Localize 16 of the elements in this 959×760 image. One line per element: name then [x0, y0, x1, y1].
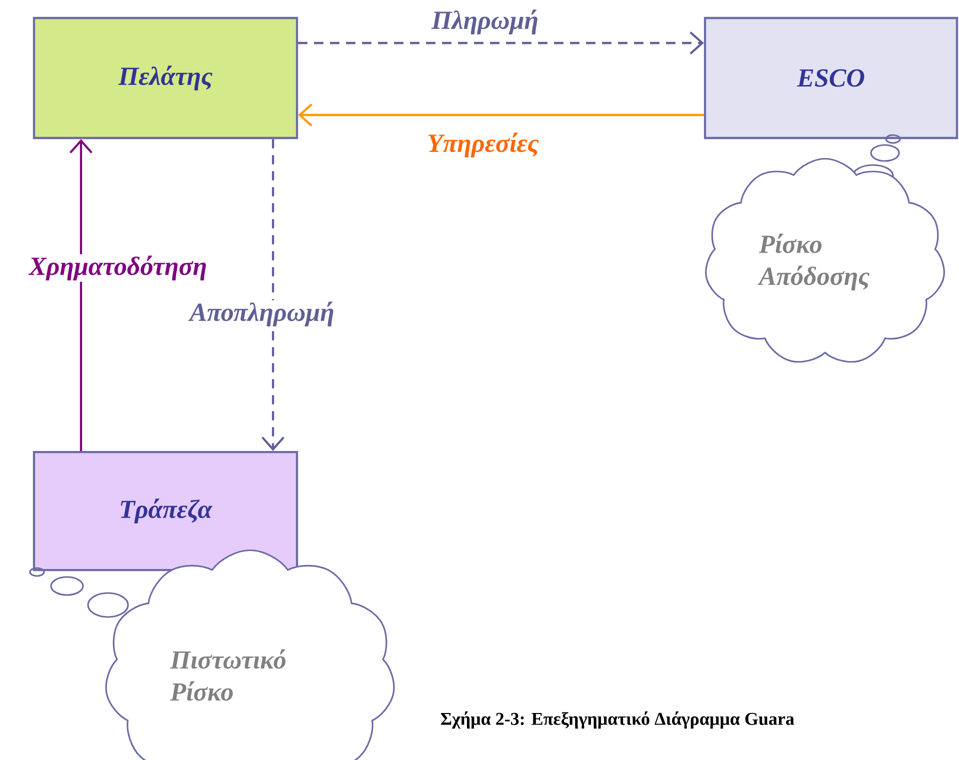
- thought-cloud: Ρίσκο Απόδοσης: [705, 134, 945, 363]
- arrow: [70, 139, 92, 451]
- node-label: Πιστωτικό Ρίσκο: [170, 649, 286, 701]
- edge-label: Πληρωμή: [430, 8, 540, 36]
- edge-label: Υπηρεσίες: [426, 131, 540, 159]
- caption: Σχήμα 2-3: Επεξηγηματικό Διάγραμμα Guara: [440, 711, 794, 729]
- thought-cloud: Πιστωτικό Ρίσκο: [29, 549, 395, 760]
- arrow: [262, 139, 284, 451]
- process-box: Τράπεζα: [32, 450, 298, 572]
- edge-label: Αποπληρωμή: [188, 300, 336, 328]
- process-box: ESCO: [704, 16, 958, 140]
- arrow: [298, 32, 704, 54]
- process-box: Πελάτης: [32, 16, 298, 140]
- node-label: Ρίσκο Απόδοσης: [758, 234, 870, 290]
- arrow: [298, 104, 704, 126]
- edge-label: Χρηματοδότηση: [28, 254, 208, 282]
